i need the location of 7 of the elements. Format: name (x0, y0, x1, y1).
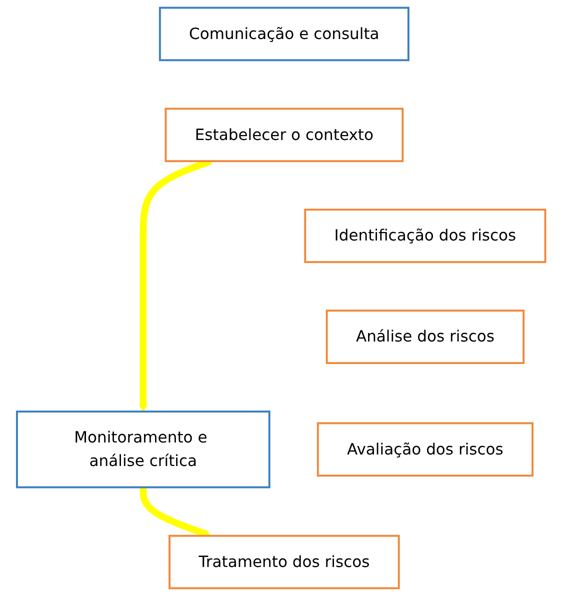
node-box: Avaliação dos riscos (317, 422, 534, 477)
node-box: Estabelecer o contexto (165, 108, 404, 162)
node-box: Identificação dos riscos (304, 208, 547, 264)
node-box: Tratamento dos riscos (168, 534, 400, 590)
node-box: Comunicação e consulta (159, 6, 410, 62)
node-box: Monitoramento e análise crítica (16, 410, 271, 488)
node-box: Análise dos riscos (326, 310, 525, 364)
